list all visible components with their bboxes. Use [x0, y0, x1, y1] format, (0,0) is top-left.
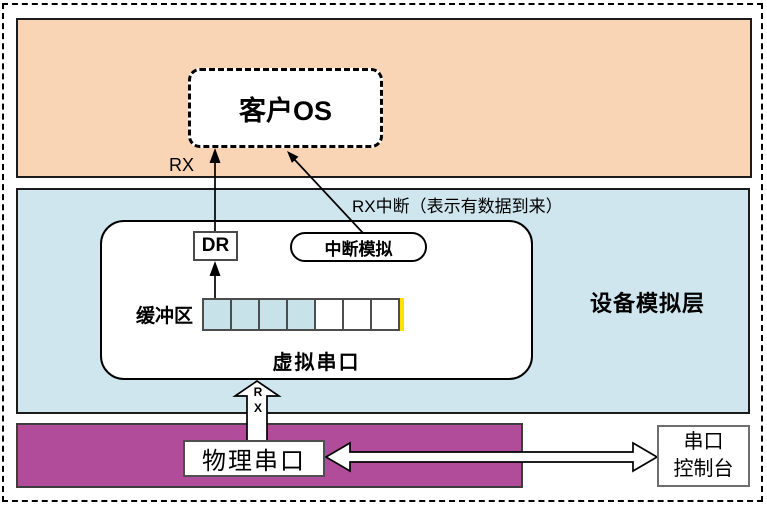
serial-console-box: 串口 控制台 [657, 425, 750, 487]
dr-register-label: DR [201, 235, 230, 256]
rx-block-arrow-text: R X [248, 385, 268, 416]
buffer-cell [202, 298, 232, 331]
buffer-cell [342, 298, 372, 331]
buffer-cell [258, 298, 288, 331]
physical-serial-port-label: 物理串口 [202, 448, 306, 475]
guest-os-label: 客户OS [238, 95, 332, 126]
physical-serial-port-box: 物理串口 [183, 440, 325, 477]
buffer-label: 缓冲区 [136, 306, 194, 327]
guest-os-box: 客户OS [188, 68, 383, 148]
virtual-serial-port-label: 虚拟串口 [272, 352, 361, 374]
buffer-edge-highlight [400, 298, 404, 331]
guest-os-layer-band [16, 18, 752, 178]
buffer-cell [230, 298, 260, 331]
buffer-cells [202, 298, 404, 331]
dr-register-box: DR [193, 231, 238, 261]
rx-block-arrow-letter-r: R [253, 385, 263, 399]
interrupt-simulation-label: 中断模拟 [324, 239, 393, 259]
interrupt-simulation-pill: 中断模拟 [290, 232, 427, 262]
buffer-cell [286, 298, 316, 331]
serial-console-label-line1: 串口 [683, 431, 724, 453]
device-emulation-layer-label: 设备模拟层 [590, 291, 706, 316]
serial-console-label-line2: 控制台 [673, 458, 734, 480]
outer-dashed-border [2, 3, 763, 502]
rx-block-arrow-letter-x: X [253, 400, 262, 415]
rx-interrupt-note: RX中断（表示有数据到来） [352, 197, 563, 216]
buffer-cell [314, 298, 344, 331]
rx-arrow-label: RX [169, 155, 195, 175]
buffer-cell [370, 298, 400, 331]
